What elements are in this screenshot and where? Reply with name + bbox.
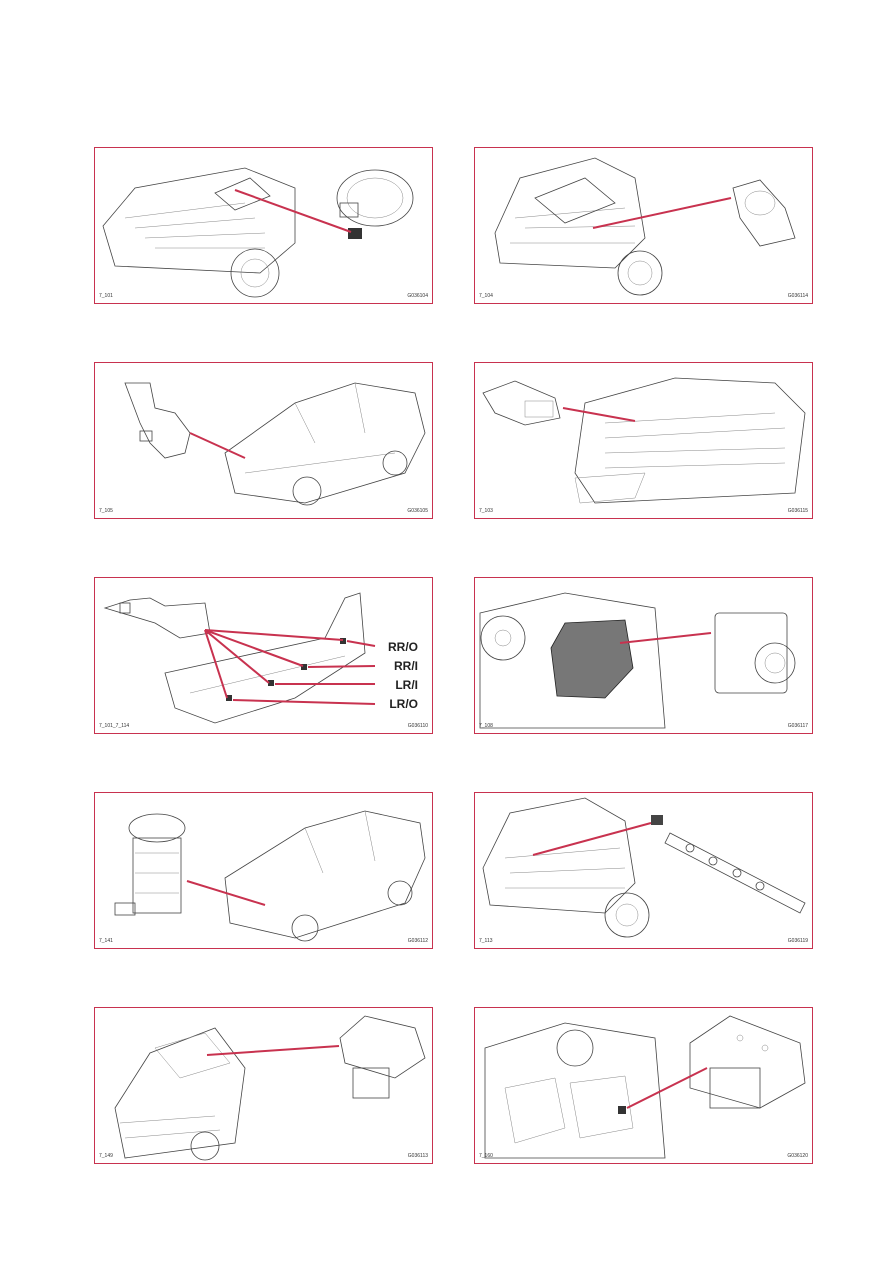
figure-code-left: 7_101_7_114: [99, 723, 130, 729]
figure-code-right: G036112: [407, 938, 428, 944]
figure-code-right: G036119: [787, 938, 808, 944]
figure-code-right: G036104: [407, 293, 428, 299]
connector-label-lr-i: LR/I: [395, 678, 418, 692]
figure-code-right: G036120: [787, 1153, 808, 1159]
figure-panel-8: 7_113 G036119: [474, 792, 813, 949]
figure-panel-5: RR/O RR/I LR/I LR/O 7_101_7_114 G036110: [94, 577, 433, 734]
illustration-windscreen-sensor: [114, 1015, 426, 1161]
connector-label-lr-o: LR/O: [389, 697, 418, 711]
figure-code-left: 7_103: [479, 508, 493, 514]
figure-code-left: 7_141: [99, 938, 113, 944]
illustration-fuel-pump: [114, 810, 426, 942]
illustration-interior-control-module: [484, 1015, 806, 1159]
figure-code-right: G036113: [407, 1153, 428, 1159]
illustration-engine-bay-brake-booster: [102, 167, 414, 298]
figure-code-left: 7_113: [479, 938, 493, 944]
figure-code-right: G036115: [787, 508, 808, 514]
figure-code-left: 7_149: [99, 1153, 113, 1159]
figure-code-left: 7_101: [99, 293, 113, 299]
connector-label-rr-i: RR/I: [394, 659, 418, 673]
illustration-parking-sensors: [103, 592, 376, 724]
figure-panel-1: 7_101 G036104: [94, 147, 433, 304]
figure-panel-4: 7_103 G036115: [474, 362, 813, 519]
figure-panel-2: 7_104 G036114: [474, 147, 813, 304]
figure-code-right: G036117: [787, 723, 808, 729]
illustration-sensor-engine-bay: [482, 377, 806, 504]
figure-panel-10: 7_160 G036120: [474, 1007, 813, 1164]
figure-code-left: 7_105: [99, 508, 113, 514]
illustration-dashboard-climate-unit: [479, 592, 796, 729]
figure-panel-9: 7_149 G036113: [94, 1007, 433, 1164]
figure-panel-3: 7_105 G036105: [94, 362, 433, 519]
illustration-car-rear-component: [124, 382, 426, 506]
figure-panel-6: 7_108 G036117: [474, 577, 813, 734]
figure-panel-7: 7_141 G036112: [94, 792, 433, 949]
illustration-fuel-rail: [482, 797, 806, 938]
illustration-engine-sensor: [494, 157, 796, 296]
figure-code-left: 7_160: [479, 1153, 493, 1159]
figure-code-right: G036105: [407, 508, 428, 514]
connector-label-rr-o: RR/O: [388, 640, 418, 654]
figure-code-left: 7_104: [479, 293, 493, 299]
figure-code-right: G036114: [787, 293, 808, 299]
figure-code-left: 7_108: [479, 723, 493, 729]
figure-code-right: G036110: [407, 723, 428, 729]
